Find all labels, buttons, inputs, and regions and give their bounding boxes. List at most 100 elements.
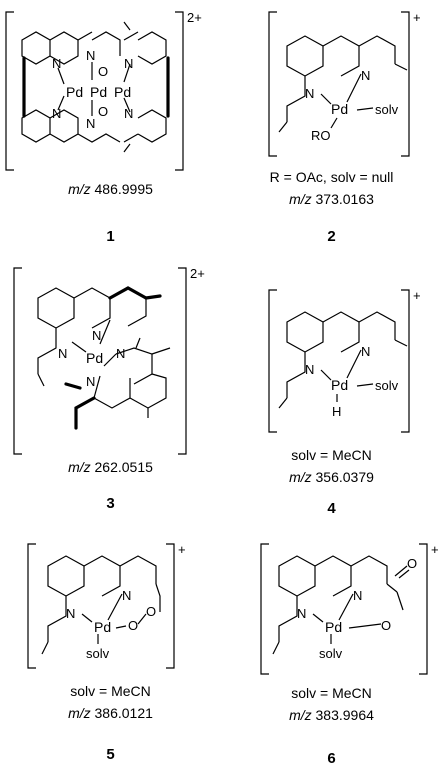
right-bracket — [166, 543, 175, 669]
ring-lower-left — [21, 109, 121, 143]
compound-number: 2 — [327, 228, 336, 245]
pd-atom-mid: Pd — [90, 84, 107, 100]
o-atom-carbonyl: O — [407, 556, 417, 571]
compound-2: + N N Pd solv RO R = OAc, solv = null m/… — [221, 0, 442, 258]
compound-number: 3 — [106, 495, 115, 512]
left-bracket — [5, 11, 14, 171]
n-atom-2: N — [353, 588, 362, 603]
o-atom-bottom: O — [98, 104, 108, 119]
compound-number: 5 — [106, 746, 115, 763]
charge-label: + — [413, 10, 421, 25]
o-atom-2: O — [146, 604, 156, 619]
phenanthroline-upper — [37, 287, 111, 387]
n-atom-2: N — [122, 588, 131, 603]
n-atom-c: N — [86, 48, 95, 63]
mz-line: m/z 383.9964 — [221, 704, 442, 726]
solv-label: solv — [375, 102, 399, 117]
compound-3-structure: 2+ N N N N Pd — [13, 266, 205, 455]
ring-edge-upper — [127, 298, 147, 327]
phenanthroline-ring — [278, 35, 408, 133]
compound-4: + N N Pd solv H solv = MeCN m/z 356.0379… — [221, 258, 442, 517]
n-atom-3: N — [116, 346, 125, 361]
n-atom-b: N — [52, 106, 61, 121]
mz-prefix: m/z — [68, 459, 91, 475]
phenanthroline-lower — [93, 337, 171, 418]
compound-5: + N N Pd O O solv solv = MeCN m/z 386.01… — [0, 516, 221, 774]
right-bracket — [401, 289, 410, 433]
left-bracket — [268, 11, 277, 157]
mz-value: 383.9964 — [315, 707, 374, 723]
n-atom-1: N — [305, 86, 314, 101]
mz-value: 356.0379 — [315, 469, 374, 485]
condition-line: solv = MeCN — [291, 685, 372, 701]
solv-label: solv — [319, 646, 343, 661]
ring-upper-left — [21, 31, 121, 65]
right-bracket — [175, 11, 184, 171]
charge-label: 2+ — [187, 10, 202, 25]
mz-prefix: m/z — [68, 181, 91, 197]
left-bracket — [13, 267, 22, 455]
compound-5-structure: + N N Pd O O solv — [27, 542, 186, 669]
bold-methyl-lower — [64, 382, 82, 390]
n-atom-1: N — [297, 606, 306, 621]
condition-line: R = OAc, solv = null — [269, 169, 394, 185]
n-atom-a: N — [52, 56, 61, 71]
n-atom-f: N — [124, 106, 133, 121]
n-atom-4: N — [86, 374, 95, 389]
n-atom-1: N — [92, 328, 101, 343]
pd-atom: Pd — [86, 350, 103, 366]
pd-atom: Pd — [331, 101, 348, 117]
o-atom-1: O — [128, 618, 138, 633]
compound-2-structure: + N N Pd solv RO — [268, 10, 421, 157]
compound-6: + N N Pd O O solv solv = MeCN m/z 383.99… — [221, 516, 442, 774]
right-bracket — [419, 543, 428, 675]
n-atom-2: N — [361, 68, 370, 83]
solv-label: solv — [375, 378, 399, 393]
compound-number: 4 — [327, 500, 336, 517]
mz-prefix: m/z — [68, 705, 91, 721]
mz-line: m/z 486.9995 — [0, 178, 221, 200]
condition-line: solv = MeCN — [70, 683, 151, 699]
n-atom-1: N — [66, 606, 75, 621]
mz-prefix: m/z — [289, 469, 312, 485]
compound-4-structure: + N N Pd solv H — [268, 288, 421, 433]
mz-value: 262.0515 — [94, 459, 153, 475]
pd-atom-right: Pd — [114, 84, 131, 100]
mz-line: m/z 356.0379 — [221, 466, 442, 488]
n-atom-2: N — [361, 344, 370, 359]
phenanthroline-ring — [278, 311, 408, 409]
compound-number: 1 — [106, 228, 115, 245]
ro-label: RO — [311, 128, 331, 143]
mz-line: m/z 373.0163 — [221, 188, 442, 210]
right-bracket — [401, 11, 410, 157]
solv-label: solv — [86, 646, 110, 661]
phenanthroline-ring — [41, 555, 161, 655]
charge-label: 2+ — [190, 266, 205, 281]
mz-value: 386.0121 — [94, 705, 153, 721]
o-atom-top: O — [98, 64, 108, 79]
pd-bonds — [57, 62, 131, 116]
n-atom-d: N — [86, 116, 95, 131]
charge-label: + — [413, 288, 421, 303]
phenanthroline-ring — [272, 555, 410, 655]
mz-line: m/z 262.0515 — [0, 456, 221, 478]
condition-line: solv = MeCN — [291, 447, 372, 463]
hydride-label: H — [332, 404, 341, 419]
compound-3: 2+ N N N N Pd m/z 262.0 — [0, 258, 221, 516]
mz-value: 486.9995 — [94, 181, 153, 197]
pd-atom-left: Pd — [66, 84, 83, 100]
left-bracket — [268, 289, 277, 433]
compound-6-structure: + N N Pd O O solv — [260, 542, 439, 675]
o-atom-carboxylate: O — [381, 618, 391, 633]
n-atom-e: N — [124, 56, 133, 71]
compound-1: 2+ — [0, 0, 221, 258]
pd-atom: Pd — [331, 377, 348, 393]
left-bracket — [27, 543, 36, 669]
n-atom-1: N — [305, 362, 314, 377]
pd-atom: Pd — [94, 619, 111, 635]
compound-1-structure: 2+ — [5, 10, 202, 171]
pd-atom: Pd — [325, 619, 342, 635]
bold-bond-upper — [108, 286, 148, 300]
compound-number: 6 — [327, 750, 336, 767]
bold-methyl-upper — [144, 294, 162, 300]
